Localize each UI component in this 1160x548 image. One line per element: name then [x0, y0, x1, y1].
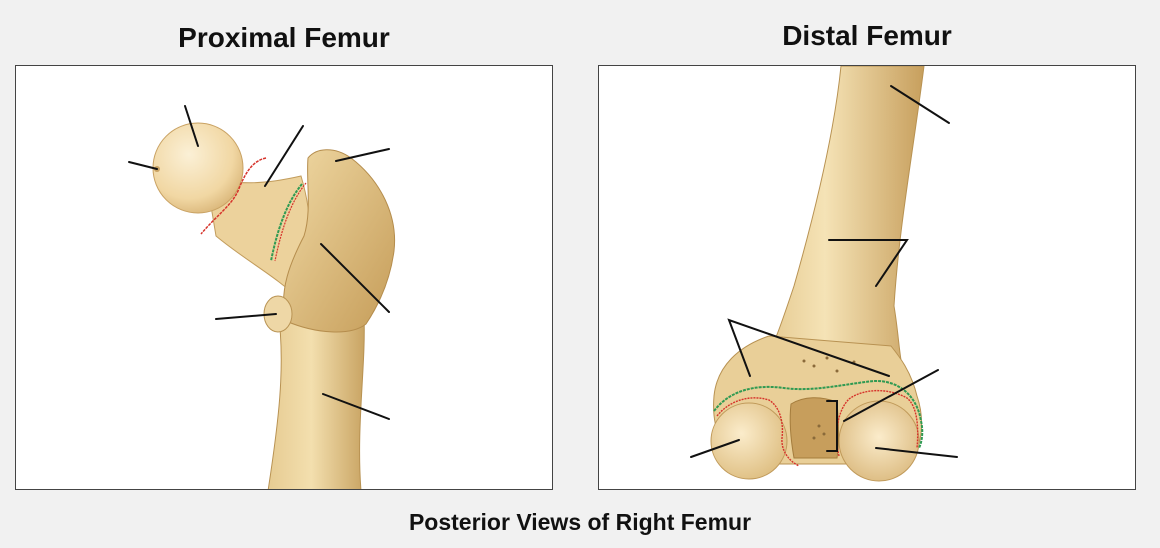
distal-femoral-shaft: [758, 66, 925, 377]
greater-trochanter: [283, 149, 396, 333]
leader-line-supracondylar: [828, 239, 909, 287]
proximal-femur-illustration: [128, 105, 396, 489]
leader-line-intertrochanteric: [320, 243, 390, 313]
capsule-line-neck: [274, 182, 307, 262]
leader-lines: [128, 105, 390, 420]
foramina-dots: [802, 356, 856, 440]
leader-line-linea-aspera: [890, 85, 950, 124]
femoral-head: [152, 122, 244, 214]
leader-line-trochanter: [335, 148, 390, 162]
distal-leader-lines: [690, 85, 958, 458]
leader-line-neck: [264, 125, 304, 187]
distal-femur-title: Distal Femur: [782, 20, 952, 51]
proximal-femur-title: Proximal Femur: [178, 22, 390, 53]
capsule-line-lateral: [716, 397, 800, 467]
leader-line-lesser-trochanter: [215, 313, 277, 320]
leader-line-epicondyles: [727, 318, 890, 377]
leader-line-head-top: [184, 105, 199, 147]
lateral-condyle: [710, 402, 788, 480]
distal-femur-illustration: [690, 66, 958, 482]
proximal-femur-panel: [15, 65, 553, 490]
bracket-intercondylar-fossa: [826, 400, 838, 452]
figure-caption: Posterior Views of Right Femur: [408, 509, 752, 535]
distal-femur-panel: [598, 65, 1136, 490]
synovial-line-distal: [713, 379, 924, 449]
leader-line-gluteal: [322, 393, 390, 420]
capsule-line-medial: [836, 389, 919, 457]
capsule-line-head: [200, 157, 267, 235]
leader-line-medial-condyle: [875, 447, 958, 458]
intercondylar-fossa: [789, 397, 839, 459]
medial-condyle: [838, 400, 920, 482]
synovial-line-neck: [270, 183, 303, 262]
femoral-shaft: [267, 310, 365, 489]
leader-line-intercondylar-line: [843, 369, 939, 422]
leader-line-fovea: [128, 161, 158, 170]
leader-line-lateral-condyle: [690, 439, 740, 458]
